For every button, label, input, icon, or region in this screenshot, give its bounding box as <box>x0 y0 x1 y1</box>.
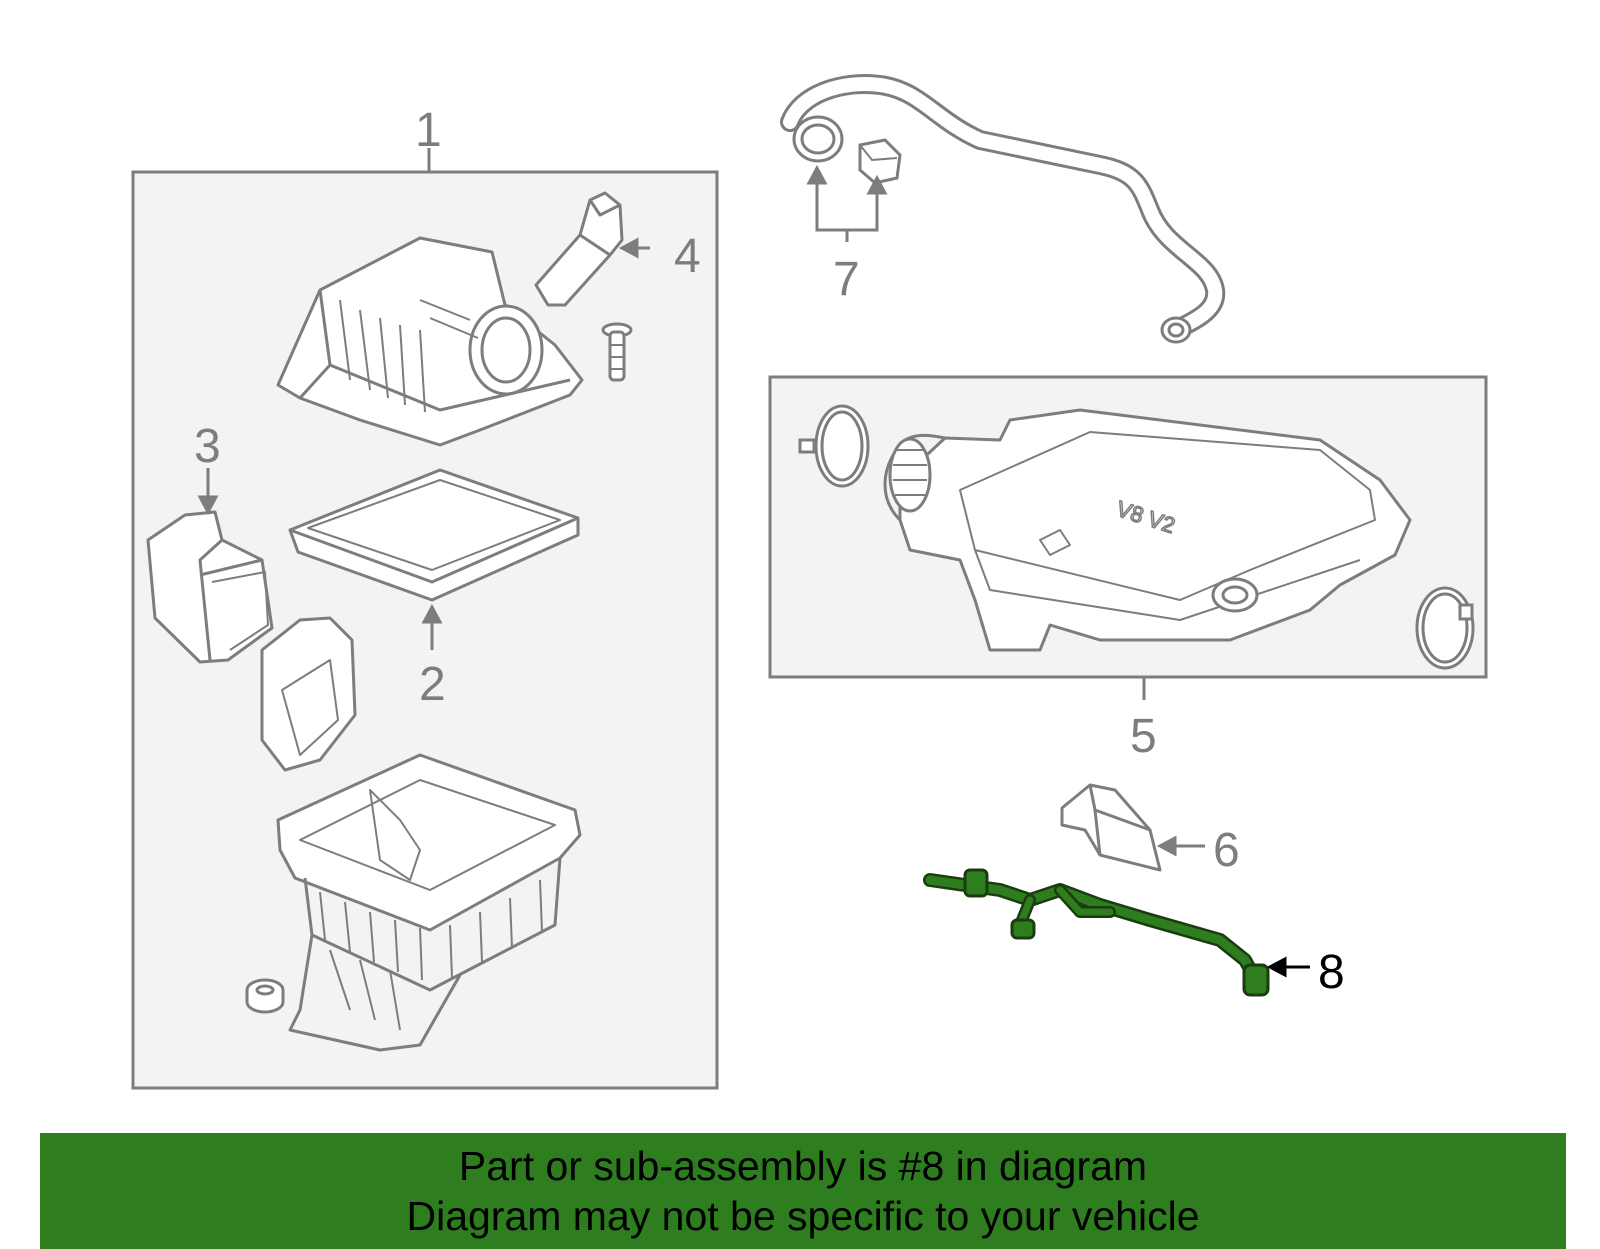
intake-duct <box>146 510 274 664</box>
leader-arrow-6 <box>1156 835 1205 857</box>
banner-line-1: Part or sub-assembly is #8 in diagram <box>458 1143 1148 1189</box>
grommet <box>245 978 285 1014</box>
air-filter-element <box>288 468 580 602</box>
callout-5: 5 <box>1130 710 1157 763</box>
duct-seal <box>260 616 357 772</box>
air-cleaner-housing <box>276 753 582 1052</box>
clamp-right <box>1415 586 1475 670</box>
bracket <box>1060 783 1162 872</box>
pcv-tube-highlighted <box>923 873 1262 985</box>
air-cleaner-cover <box>276 236 584 447</box>
info-banner: Part or sub-assembly is #8 in diagram Di… <box>40 1133 1566 1249</box>
leader-arrow-8 <box>1266 956 1310 978</box>
callout-6: 6 <box>1213 824 1240 877</box>
clamp-left <box>798 404 870 488</box>
hose-clamp-7a <box>792 115 844 163</box>
callout-2: 2 <box>419 658 446 711</box>
screw <box>601 322 633 382</box>
hose-end-fitting <box>1160 316 1192 344</box>
air-cleaner-assembly: V8 V2 <box>883 408 1412 652</box>
banner-line-2: Diagram may not be specific to your vehi… <box>406 1193 1200 1239</box>
leader-arrows-box-1 <box>197 237 650 650</box>
callout-3: 3 <box>194 420 221 473</box>
leader-arrows-7 <box>806 164 888 242</box>
callout-7: 7 <box>833 253 860 306</box>
mass-air-flow-sensor <box>534 191 624 307</box>
callout-1: 1 <box>415 104 442 157</box>
pcv-tube-fittings <box>963 868 1270 997</box>
hose-clamp-7b <box>858 138 902 185</box>
pcv-hose-upper <box>780 74 1226 338</box>
callout-4: 4 <box>674 230 701 283</box>
callout-8: 8 <box>1318 946 1345 999</box>
